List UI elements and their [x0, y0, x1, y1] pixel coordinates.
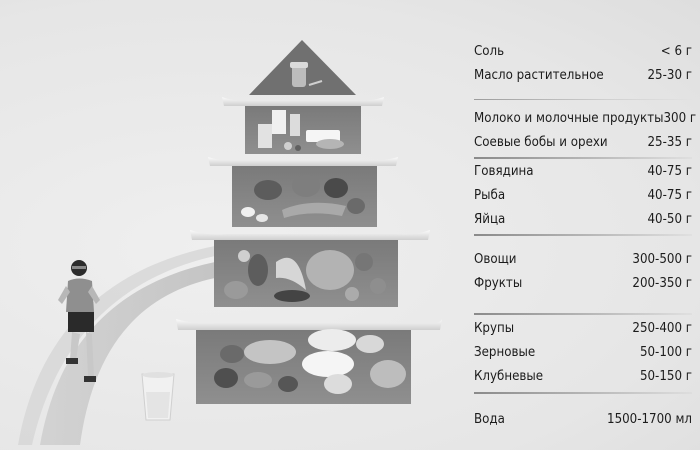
item-name: Соевые бобы и орехи [474, 135, 608, 150]
item-name: Соль [474, 44, 505, 59]
salt-shaker-icon [290, 62, 323, 87]
grains-icon [214, 329, 406, 394]
divider [474, 392, 692, 394]
pyramid-tier-grains [196, 329, 411, 404]
eave-4 [176, 319, 442, 330]
item-name: Масло растительное [474, 68, 604, 83]
item-amount: 1500-1700 мл [607, 412, 692, 427]
jogger-figure [58, 260, 100, 382]
pyramid-tier-vegetables-fruits [214, 240, 398, 307]
divider [474, 234, 692, 236]
group-grains: Крупы 250-400 г Зерновые 50-100 г Клубневы… [474, 317, 692, 389]
pyramid-tier-protein [232, 166, 377, 227]
item-amount: 250-400 г [632, 321, 692, 336]
item-name: Зерновые [474, 345, 536, 360]
item-amount: 40-75 г [647, 164, 692, 179]
table-row: Вода 1500-1700 мл [474, 408, 692, 432]
eave-2 [208, 157, 398, 166]
table-row: Овощи 300-500 г [474, 248, 692, 272]
item-amount: 40-75 г [647, 188, 692, 203]
table-row: Яйца 40-50 г [474, 208, 692, 232]
item-amount: < 6 г [660, 44, 692, 59]
item-amount: 25-35 г [647, 135, 692, 150]
item-name: Овощи [474, 252, 517, 267]
divider [474, 99, 692, 100]
group-vegetables-fruits: Овощи 300-500 г Фрукты 200-350 г [474, 248, 692, 296]
item-name: Яйца [474, 212, 506, 227]
table-row: Крупы 250-400 г [474, 317, 692, 341]
water-glass-icon [141, 372, 175, 421]
group-salt-oil: Соль < 6 г Масло растительное 25-30 г [474, 40, 692, 88]
item-name: Вода [474, 412, 505, 427]
table-row: Зерновые 50-100 г [474, 341, 692, 365]
pyramid-top-salt-oil [249, 40, 356, 95]
meat-fish-eggs-icon [241, 175, 365, 222]
item-amount: 40-50 г [647, 212, 692, 227]
table-row: Соль < 6 г [474, 40, 692, 64]
table-row: Говядина 40-75 г [474, 160, 692, 184]
item-amount: 300 г [663, 111, 697, 126]
item-amount: 50-150 г [639, 369, 692, 384]
table-row: Рыба 40-75 г [474, 184, 692, 208]
item-name: Говядина [474, 164, 534, 179]
group-water: Вода 1500-1700 мл [474, 408, 692, 432]
table-row: Масло растительное 25-30 г [474, 64, 692, 88]
table-row: Клубневые 50-150 г [474, 365, 692, 389]
pyramid-tier-dairy [245, 106, 361, 154]
item-amount: 25-30 г [647, 68, 692, 83]
divider [474, 157, 692, 159]
eave-1 [222, 97, 384, 106]
item-amount: 50-100 г [639, 345, 692, 360]
vegetables-fruits-icon [224, 250, 386, 302]
divider [474, 313, 692, 315]
item-amount: 300-500 г [632, 252, 692, 267]
item-name: Клубневые [474, 369, 544, 384]
running-track [18, 246, 215, 445]
item-name: Фрукты [474, 276, 523, 291]
table-row: Соевые бобы и орехи 25-35 г [474, 131, 692, 155]
milk-products-icon [258, 110, 344, 151]
item-name: Крупы [474, 321, 515, 336]
group-protein: Говядина 40-75 г Рыба 40-75 г Яйца 40-50 г [474, 160, 692, 232]
item-name: Рыба [474, 188, 506, 203]
eave-3 [190, 230, 430, 240]
item-name: Молоко и молочные продукты [474, 111, 664, 126]
item-amount: 200-350 г [632, 276, 692, 291]
table-row: Фрукты 200-350 г [474, 272, 692, 296]
